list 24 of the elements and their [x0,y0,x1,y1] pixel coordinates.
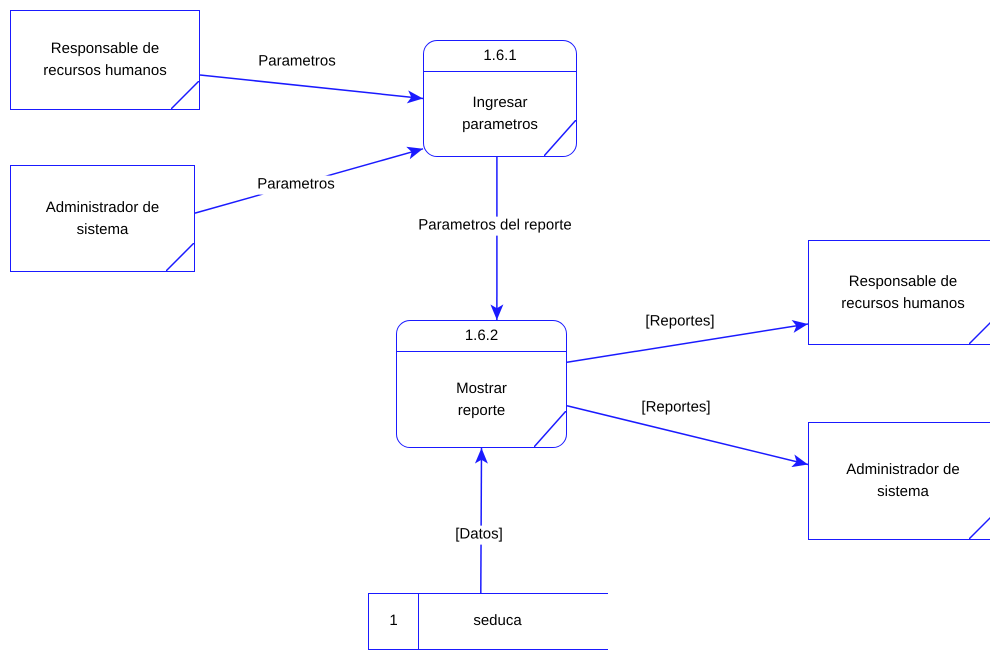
entity-name: Responsable de recursos humanos [42,39,168,81]
process-name: Mostrar reporte [455,378,508,420]
process-number: 1.6.2 [464,326,498,346]
entity-name: Administrador de sistema [845,460,961,502]
entity-name: Responsable de recursos humanos [840,272,966,314]
edge-label: Parametros [255,176,337,194]
flow-arrow [566,320,808,363]
edge-label: Parametros del reporte [416,216,574,236]
entity-name: Administrador de sistema [44,198,160,240]
flow-arrow [490,157,504,320]
external-entity-box [808,240,990,345]
external-entity-box [10,10,200,110]
store-number: 1 [389,611,398,632]
process-box [423,40,577,157]
external-entity-box [10,165,195,272]
process-name: Ingresar parametros [461,93,539,135]
process-box [396,320,567,448]
process-number: 1.6.1 [483,46,517,66]
external-entity-box [808,422,990,540]
store-name: seduca [473,611,522,632]
flow-arrow [566,405,808,468]
data-store [368,593,608,650]
flow-arrow [200,74,424,104]
edge-label: [Datos] [453,526,505,544]
